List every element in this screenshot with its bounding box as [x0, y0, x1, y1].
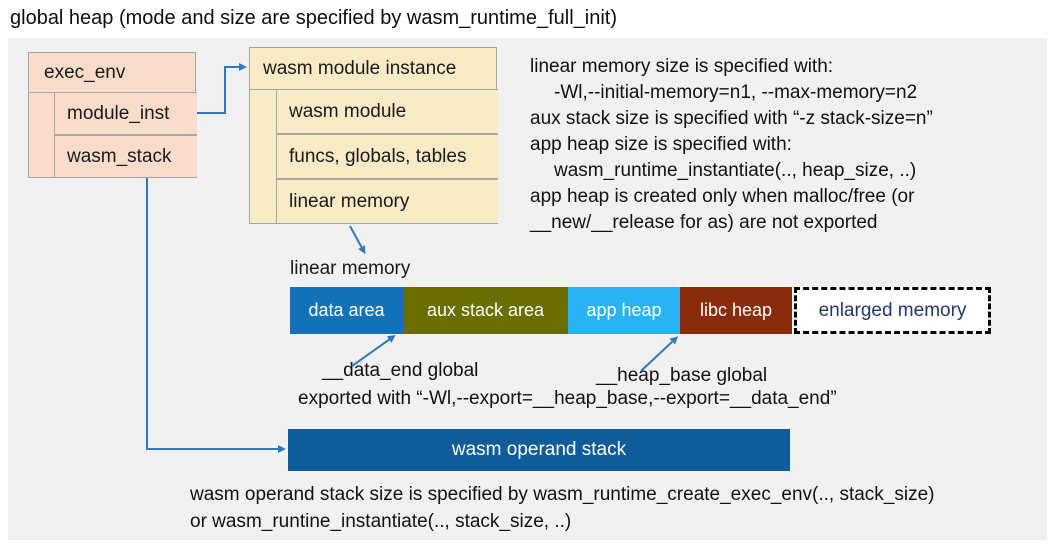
notes-line: app heap is created only when malloc/fre… [530, 186, 915, 207]
diagram-title: global heap (mode and size are specified… [10, 7, 617, 29]
segment-libc-heap: libc heap [680, 287, 792, 334]
exec-env-row-wasm-stack: wasm_stack [54, 135, 197, 178]
notes-line: wasm_runtime_instantiate(.., heap_size, … [554, 160, 917, 181]
heap-base-global-label: __heap_base global [596, 365, 768, 386]
segment-enlarged-memory: enlarged memory [794, 287, 991, 334]
notes-line: app heap size is specified with: [530, 134, 792, 155]
segment-aux-stack-area: aux stack area [403, 287, 568, 334]
module-instance-row-wasm-module: wasm module [276, 89, 498, 134]
module-instance-box: wasm module instance wasm module funcs, … [249, 47, 498, 224]
exec-env-header: exec_env [29, 53, 195, 93]
data-end-global-label: __data_end global [322, 360, 479, 381]
segment-app-heap: app heap [568, 287, 680, 334]
wasm-operand-stack-label: wasm operand stack [451, 439, 627, 460]
notes-line: __new/__release for as) are not exported [530, 212, 878, 233]
module-instance-row-linear-memory: linear memory [276, 179, 498, 224]
notes-line: -Wl,--initial-memory=n1, --max-memory=n2 [554, 82, 918, 103]
linear-memory-label: linear memory [290, 258, 411, 279]
wasm-operand-stack-bar: wasm operand stack [288, 429, 790, 471]
exported-flags-label: exported with “-Wl,--export=__heap_base,… [298, 388, 837, 409]
notes-line: linear memory size is specified with: [530, 56, 834, 77]
module-instance-row-funcs-globals-tables: funcs, globals, tables [276, 134, 498, 179]
notes-line: aux stack size is specified with “-z sta… [530, 108, 933, 129]
segment-data-area: data area [290, 287, 403, 334]
footer-notes: wasm operand stack size is specified by … [190, 481, 935, 535]
footer-line-1: wasm operand stack size is specified by … [190, 484, 935, 505]
notes-panel: linear memory size is specified with: -W… [530, 54, 1045, 236]
exec-env-row-module-inst: module_inst [54, 92, 197, 135]
footer-line-2: or wasm_runtine_instantiate(.., stack_si… [190, 511, 572, 532]
module-instance-header: wasm module instance [250, 48, 496, 90]
exec-env-box: exec_env module_inst wasm_stack [28, 52, 197, 178]
